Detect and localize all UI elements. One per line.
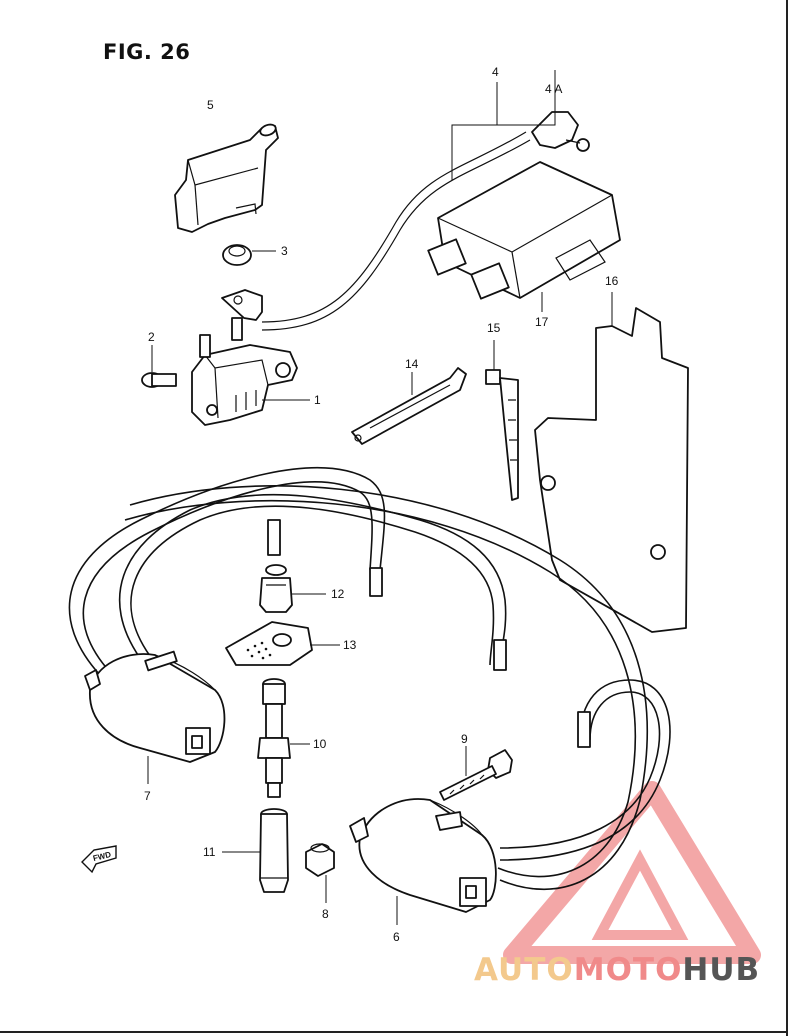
figure-title: FIG. 26 <box>103 40 191 64</box>
watermark-part-2: MOTO <box>573 952 683 988</box>
part-13-plate <box>225 621 313 666</box>
callout-17: 17 <box>535 315 549 329</box>
callout-5: 5 <box>207 98 214 112</box>
part-6-coil <box>349 798 497 913</box>
callout-9: 9 <box>461 732 468 746</box>
part-7-coil <box>84 650 226 763</box>
watermark-triangle <box>503 781 761 964</box>
callout-16: 16 <box>605 274 619 288</box>
callout-8: 8 <box>322 907 329 921</box>
part-16-sheet <box>534 307 689 633</box>
callout-13: 13 <box>343 638 357 652</box>
watermark-logo: AUTOMOTOHUB <box>474 952 760 988</box>
callout-4: 4 <box>492 65 499 79</box>
part-14-band <box>351 367 467 445</box>
part-1-relay <box>191 289 298 426</box>
part-cord-ends <box>267 519 591 748</box>
part-9-bolt <box>439 749 513 801</box>
part-11-boot <box>259 808 289 893</box>
part-4a-terminal <box>531 111 590 152</box>
callout-4a: 4 A <box>545 82 563 96</box>
callout-14: 14 <box>405 357 419 371</box>
part-17-ignitor <box>427 161 621 300</box>
part-15-tie <box>485 369 519 501</box>
part-2-bolt <box>141 372 177 388</box>
part-3-nut <box>222 244 252 266</box>
wire-4 <box>261 139 531 331</box>
part-8-collar <box>305 843 335 877</box>
callout-15: 15 <box>487 321 501 335</box>
callout-10: 10 <box>313 737 327 751</box>
part-cords <box>68 467 671 891</box>
fwd-arrow-icon <box>81 845 117 874</box>
callout-2: 2 <box>148 330 155 344</box>
callout-6: 6 <box>393 930 400 944</box>
callout-7: 7 <box>144 789 151 803</box>
callout-12: 12 <box>331 587 345 601</box>
watermark-part-1: AUTO <box>474 952 574 988</box>
callout-3: 3 <box>281 244 288 258</box>
part-10-cap <box>257 678 291 798</box>
callout-11: 11 <box>203 845 216 859</box>
part-12-cap <box>259 564 293 613</box>
part-5-cover <box>174 123 279 233</box>
watermark-part-3: HUB <box>682 952 761 988</box>
callout-1: 1 <box>314 393 321 407</box>
